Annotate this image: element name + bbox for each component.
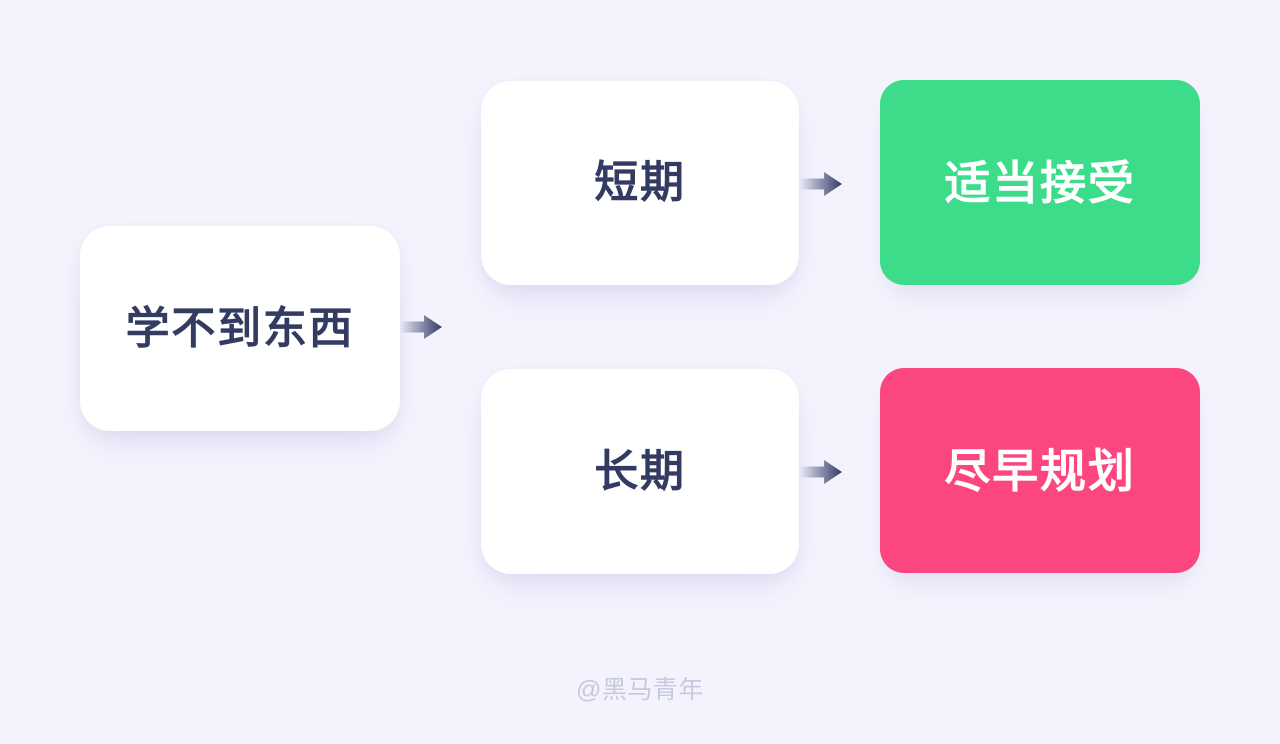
node-outcome-plan-label: 尽早规划 xyxy=(944,444,1136,497)
arrow-right-icon-source-branch xyxy=(400,314,442,340)
node-outcome-accept[interactable]: 适当接受 xyxy=(880,80,1200,285)
node-branch-short[interactable]: 短期 xyxy=(481,81,799,285)
node-branch-long[interactable]: 长期 xyxy=(481,369,799,574)
node-source-label: 学不到东西 xyxy=(125,303,355,353)
node-outcome-accept-label: 适当接受 xyxy=(944,156,1136,209)
node-outcome-plan[interactable]: 尽早规划 xyxy=(880,368,1200,573)
watermark: @黑马青年 xyxy=(576,676,704,704)
node-source[interactable]: 学不到东西 xyxy=(80,226,400,431)
arrow-right-icon-long-plan xyxy=(800,459,842,485)
node-branch-short-label: 短期 xyxy=(594,158,686,207)
node-branch-long-label: 长期 xyxy=(594,446,686,496)
arrow-right-icon-short-accept xyxy=(800,171,842,197)
